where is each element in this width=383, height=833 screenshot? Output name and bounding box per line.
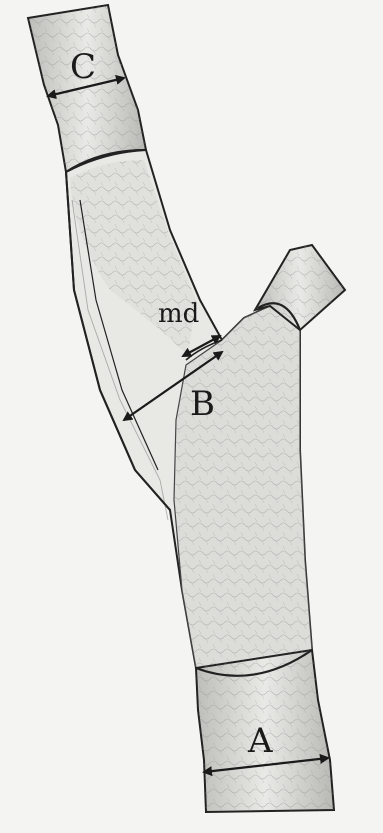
label-a: A [247, 721, 273, 761]
bifurcation-body [66, 150, 312, 668]
proximal-vessel-c [28, 5, 146, 172]
label-c: C [70, 47, 96, 87]
label-b: B [190, 384, 215, 424]
label-md: md [158, 299, 199, 329]
